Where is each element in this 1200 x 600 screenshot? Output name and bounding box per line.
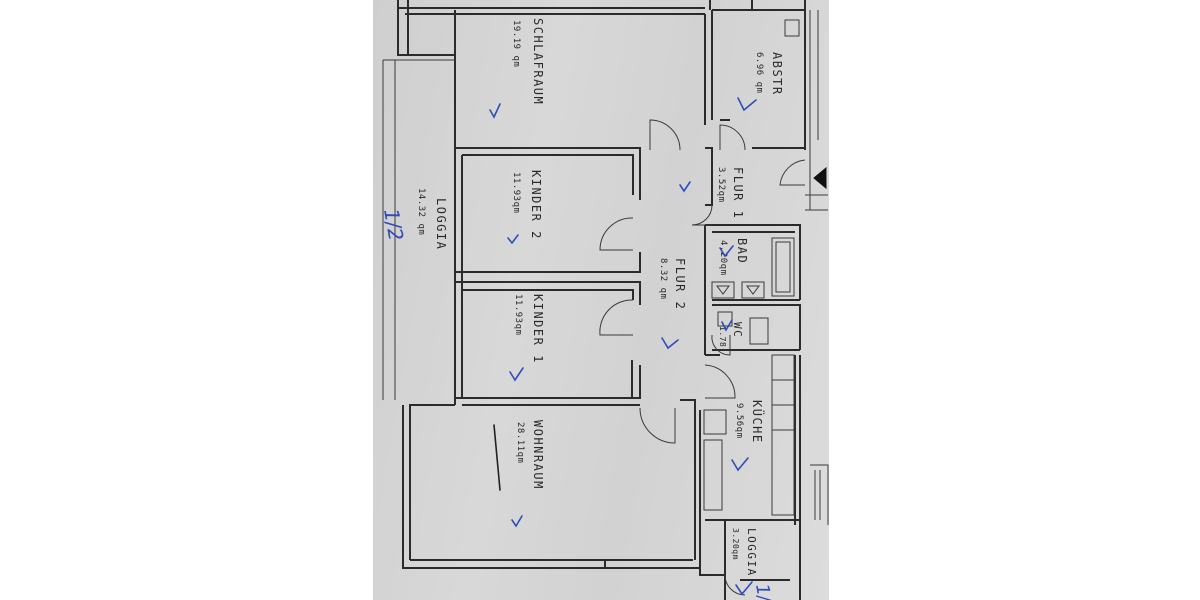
room-schlafraum-area: 19.19 qm (511, 20, 521, 67)
bathtub (771, 237, 795, 297)
room-schlafraum-name: SCHLAFRAUM (531, 18, 545, 105)
kitchen-cooktop (772, 379, 794, 431)
check-bad (719, 245, 734, 258)
check-flur2 (661, 337, 679, 350)
door-entry (779, 159, 806, 186)
kitchen-sink (703, 409, 727, 435)
room-loggia-small-name: LOGGIA (745, 528, 758, 577)
check-loggia-small (735, 581, 753, 596)
door-wc (711, 334, 731, 356)
wall-wc (705, 304, 801, 356)
kitchen-cabinet (703, 439, 723, 511)
washbasin-marks (716, 285, 760, 295)
wall-kinder2-kinder1 (455, 252, 641, 305)
door-swings (599, 119, 806, 596)
room-kinder2-name: KINDER 2 (529, 170, 543, 240)
door-bad (691, 204, 713, 226)
bathtub-inner (775, 241, 791, 293)
washbasin-1 (711, 281, 735, 299)
walls (382, 0, 829, 600)
room-kueche-area: 9.56qm (734, 403, 744, 439)
room-wc-name: WC (731, 322, 744, 338)
room-abstr-area: 6.96 qm (754, 52, 764, 93)
room-kinder1-name: KINDER 1 (531, 294, 545, 364)
check-abstr (737, 97, 757, 112)
wall-bad (704, 224, 801, 355)
outer-wall-west (397, 0, 456, 150)
toilet (749, 317, 769, 345)
wall-wohnraum-outer (402, 405, 700, 569)
service-shaft (805, 10, 829, 525)
wall-schlafraum-kinder2 (455, 147, 641, 200)
room-wohnraum-area: 28.11qm (515, 422, 525, 463)
entry-marker (813, 166, 827, 190)
outer-wall-north (398, 0, 806, 15)
loggia-fraction-note: 1/2 (379, 207, 408, 243)
room-loggia-main-area: 14.32 qm (416, 188, 426, 235)
check-schlafraum (489, 103, 501, 119)
room-abstr-name: ABSTR (770, 52, 784, 96)
room-flur2-name: FLUR 2 (673, 258, 687, 310)
room-wc-area: 1.78 (718, 326, 727, 347)
door-kinder2 (599, 217, 634, 251)
check-kinder2 (507, 234, 519, 245)
room-kinder2-area: 11.93qm (511, 172, 521, 213)
wall-abstr (712, 9, 806, 150)
door-abstr (719, 124, 746, 151)
room-loggia-small-area: 3.20qm (731, 528, 740, 560)
room-kueche-name: KÜCHE (750, 400, 766, 444)
room-bad-name: BAD (735, 238, 749, 264)
room-kinder1-area: 11.93qm (513, 294, 523, 335)
check-flur1 (679, 181, 691, 193)
wall-kueche (680, 355, 801, 600)
door-wohnraum (639, 407, 676, 444)
room-flur2-area: 8.32 qm (658, 258, 668, 299)
corner-fraction-note: 1/ (751, 582, 775, 600)
check-wohnraum-line (493, 424, 501, 491)
room-wohnraum-name: WOHNRAUM (531, 420, 545, 490)
fixtures (703, 19, 827, 516)
wall-east-flur (704, 10, 713, 206)
check-wc (721, 319, 733, 332)
wall-kinder1-wohnraum (409, 360, 641, 560)
room-bad-area: 4.20qm (718, 240, 728, 276)
room-loggia-main-name: LOGGIA (434, 198, 448, 250)
check-kinder1 (509, 367, 524, 382)
door-kueche (704, 364, 736, 399)
pen-annotations: 1/2 1/ (379, 97, 775, 600)
door-schlafraum (649, 119, 681, 151)
door-loggia-small (724, 574, 746, 596)
washbasin-2 (741, 281, 765, 299)
abstr-box (784, 19, 800, 37)
room-labels: SCHLAFRAUM 19.19 qm ABSTR 6.96 qm KINDER… (416, 18, 784, 577)
kitchen-counter (771, 354, 795, 516)
wc-basin (717, 311, 733, 327)
wall-loggia-small (699, 520, 790, 600)
loggia-rail (382, 59, 455, 400)
room-flur1-name: FLUR 1 (731, 167, 745, 219)
check-kueche (731, 457, 749, 472)
wall-west-kinder (454, 148, 463, 405)
check-wohnraum (511, 515, 523, 528)
door-kinder1 (599, 299, 634, 336)
room-flur1-area: 3.52qm (716, 167, 726, 203)
